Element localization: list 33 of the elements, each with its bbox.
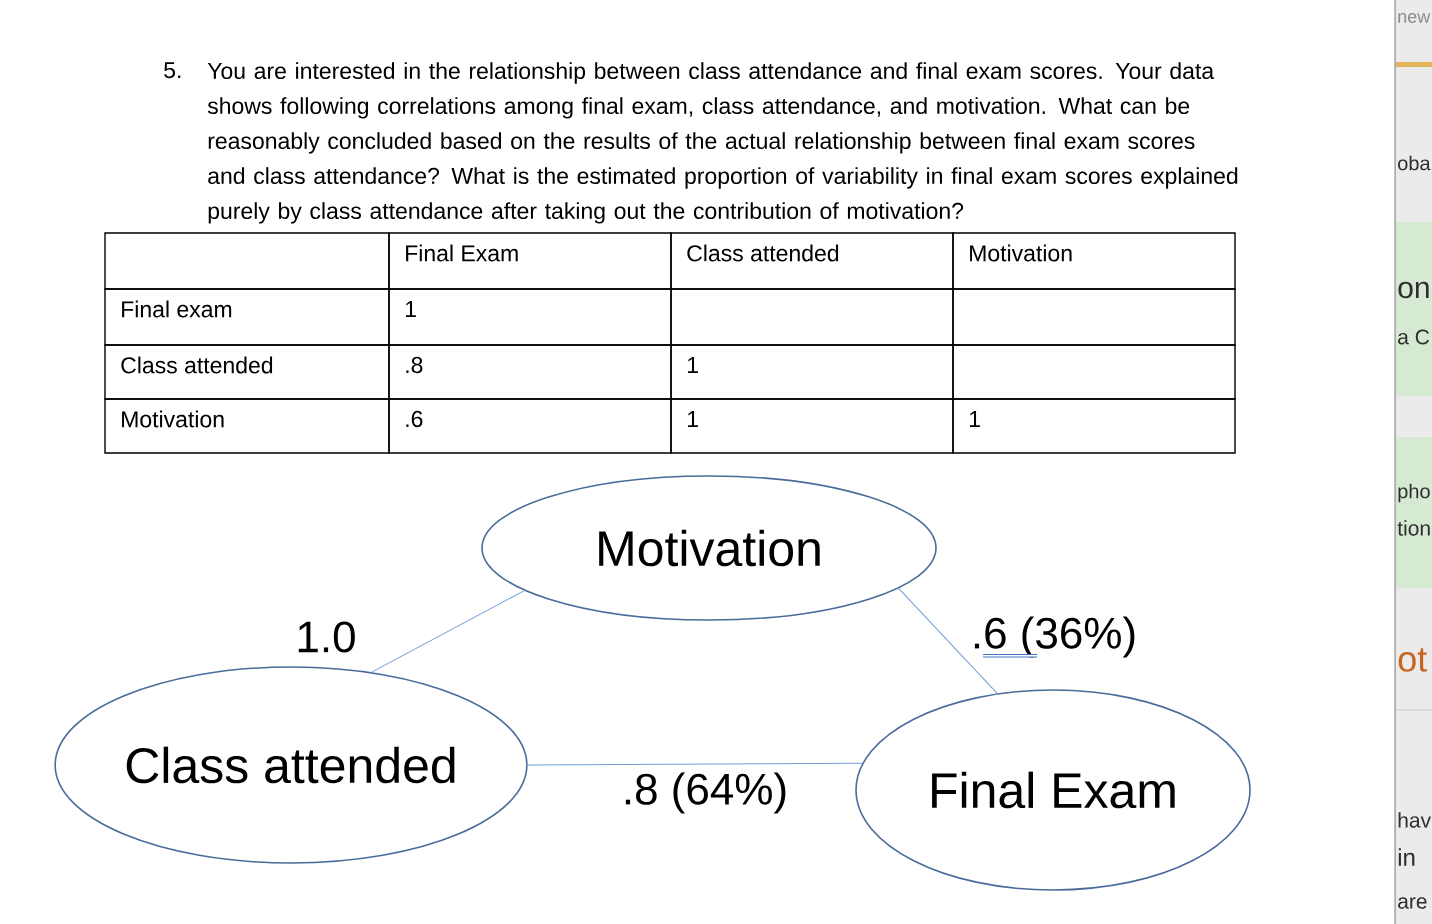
edge-label: 1.0: [294, 620, 358, 654]
text-fragment: hav: [1398, 812, 1431, 828]
connector-line: [898, 587, 998, 694]
question-text: You are interested in the relationship between class attendance and final exam scores. Your data shows following correlations among final exam, class attendance, and motivation. What can be reasonably concluded based on the results of the actual relationship between final exam scores and class attendance? What is the estimated proportion of variability in final exam scores explained purely by class attendance after taking out the contribution of motivation?: [207, 62, 1238, 224]
question-number: 5.: [164, 62, 181, 79]
text-fragment: are: [1398, 897, 1427, 909]
text-fragment: ot: [1398, 648, 1427, 672]
connector-line: [527, 762, 863, 766]
ellipse-node: Class attended: [54, 666, 528, 864]
table-cell: 1: [388, 288, 672, 346]
table-cell: .6: [388, 398, 672, 454]
text-fragment: tion: [1397, 520, 1430, 536]
edge-label: .8 (64%): [620, 771, 790, 815]
text-fragment: new: [1398, 13, 1431, 23]
connector-line: [371, 590, 525, 673]
edge-label: .6 (36%): [969, 615, 1139, 659]
text-fragment: on: [1398, 281, 1429, 299]
table-cell: Motivation: [104, 398, 390, 454]
table-cell: Final Exam: [388, 232, 672, 290]
table-cell: 1: [670, 398, 954, 454]
ellipse-node: Motivation: [481, 475, 937, 621]
table-cell: Class attended: [104, 344, 390, 400]
text-fragment: oba: [1398, 155, 1431, 171]
table-cell: Final exam: [104, 288, 390, 346]
text-fragment: pho: [1398, 483, 1430, 503]
text-fragment: in: [1398, 848, 1415, 866]
table-cell: 1: [670, 344, 954, 400]
text-fragment: a C: [1398, 329, 1430, 345]
ellipse-node: Final Exam: [855, 689, 1251, 891]
table-cell: 1: [952, 398, 1236, 454]
table-cell: .8: [388, 344, 672, 400]
table-cell: Class attended: [670, 232, 954, 290]
table-cell: Motivation: [952, 232, 1236, 290]
